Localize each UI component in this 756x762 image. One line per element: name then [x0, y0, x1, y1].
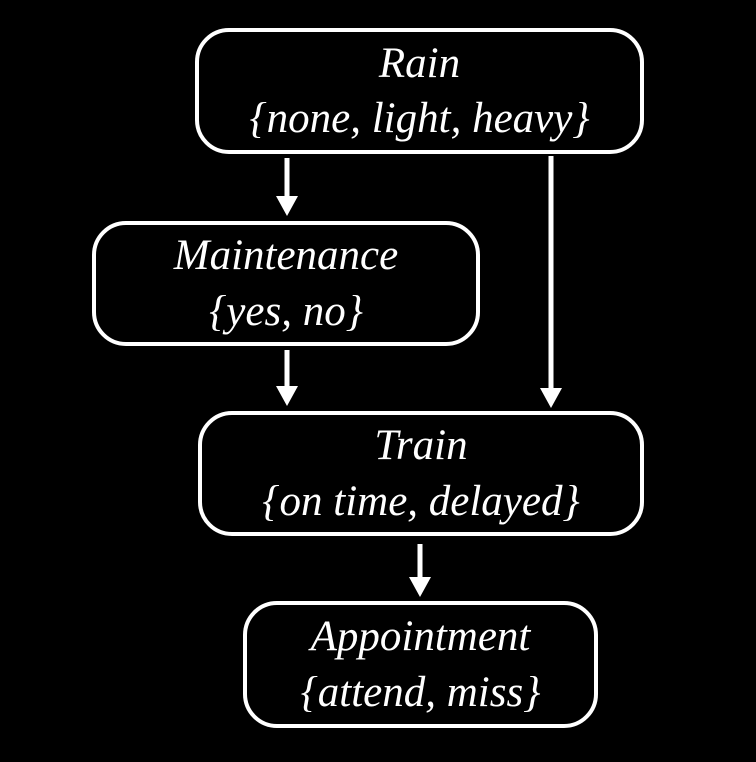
node-appointment-domain: {attend, miss} — [300, 668, 541, 716]
arrowhead-icon — [276, 386, 298, 406]
node-train-label: Train — [374, 422, 468, 470]
node-appointment: Appointment {attend, miss} — [243, 601, 598, 728]
arrow-maintenance-to-train — [276, 350, 298, 406]
node-train-domain: {on time, delayed} — [262, 477, 580, 525]
node-rain: Rain {none, light, heavy} — [195, 28, 644, 154]
node-train: Train {on time, delayed} — [198, 411, 644, 536]
node-maintenance-label: Maintenance — [173, 232, 399, 280]
node-appointment-label: Appointment — [310, 613, 531, 661]
node-rain-label: Rain — [378, 39, 461, 87]
node-maintenance: Maintenance {yes, no} — [92, 221, 480, 346]
arrow-rain-to-maintenance — [276, 158, 298, 216]
node-maintenance-domain: {yes, no} — [209, 287, 363, 335]
node-rain-domain: {none, light, heavy} — [249, 95, 590, 142]
arrowhead-icon — [409, 577, 431, 597]
arrowhead-icon — [276, 196, 298, 216]
arrow-rain-to-train — [540, 156, 562, 408]
arrowhead-icon — [540, 388, 562, 408]
arrow-train-to-appointment — [409, 544, 431, 597]
